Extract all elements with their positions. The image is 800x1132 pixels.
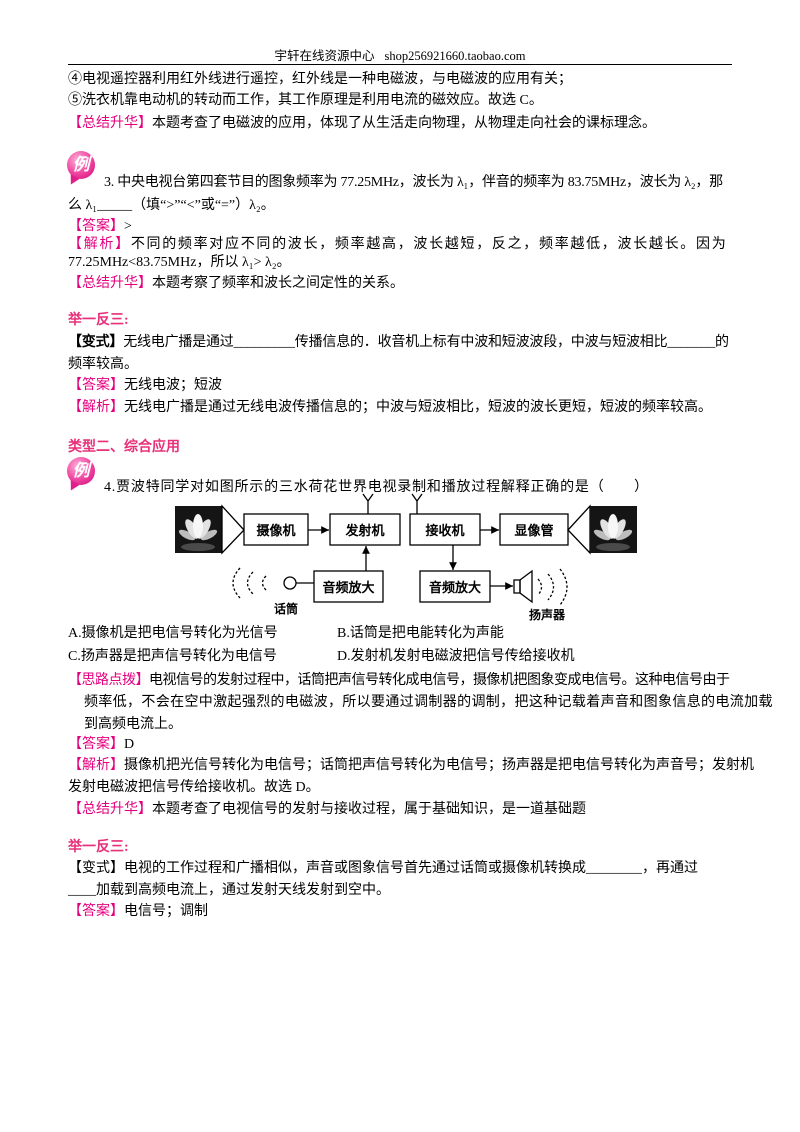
practice1-variant-line1: 【变式】无线电广播是通过_________传播信息的．收音机上标有中波和短波波段… [68, 333, 729, 353]
header-shop-url: shop256921660.taobao.com [384, 49, 526, 63]
example3-answer: 【答案】> [68, 217, 132, 237]
type2-heading: 类型二、综合应用 [68, 440, 180, 455]
example3-analysis-line1: 【解析】不同的频率对应不同的波长，频率越高，波长越短，反之，频率越低，波长越长。… [68, 235, 727, 255]
example3-summary: 【总结升华】本题考察了频率和波长之间定性的关系。 [68, 274, 404, 294]
variant-tag: 【变式】 [68, 861, 124, 876]
practice2-variant-line2: ____加载到高频电流上，通过发射天线发射到空中。 [68, 883, 390, 898]
receiver-label: 接收机 [425, 523, 464, 539]
transmitter-label: 发射机 [344, 523, 384, 539]
answer-text: 无线电波；短波 [124, 378, 222, 393]
hint-tag: 【思路点拨】 [68, 673, 150, 688]
analysis-tag: 【解析】 [68, 237, 131, 252]
variant-text: 电视的工作过程和广播相似，声音或图象信号首先通过话筒或摄像机转换成_______… [124, 861, 698, 876]
practice2-variant-line1: 【变式】电视的工作过程和广播相似，声音或图象信号首先通过话筒或摄像机转换成___… [68, 859, 698, 879]
option-d: D.发射机发射电磁波把信号传给接收机 [337, 649, 575, 664]
example4-answer: 【答案】D [68, 735, 134, 755]
example3-question-line2: 么 λ₁_____（填“>”“<”或“=”）λ₂。 [68, 198, 275, 213]
answer-tag: 【答案】 [68, 904, 124, 919]
example3-analysis-line2: 77.25MHz<83.75MHz，所以 λ₁> λ₂。 [68, 255, 291, 270]
practice1-variant-line2: 频率较高。 [68, 357, 138, 372]
summary-text: 本题考察了频率和波长之间定性的关系。 [152, 276, 404, 291]
summary-tag: 【总结升华】 [68, 802, 152, 817]
example4-summary: 【总结升华】本题考查了电视信号的发射与接收过程，属于基础知识，是一道基础题 [68, 800, 586, 820]
example-badge-icon: 例 [67, 457, 95, 485]
summary-tag: 【总结升华】 [68, 276, 152, 291]
audio-amplifier-right-label: 音频放大 [429, 580, 481, 596]
speaker-icon [513, 569, 533, 604]
example4-question: 4.贾波特同学对如图所示的三水荷花世界电视录制和播放过程解释正确的是（ ） [104, 480, 649, 495]
picture-tube-label: 显像管 [514, 523, 553, 539]
variant-tag: 【变式】 [68, 335, 124, 350]
camera-lens-cone [221, 504, 245, 555]
transmitter-antenna-icon [362, 493, 374, 514]
analysis-text: 摄像机把光信号转化为电信号；话筒把声信号转化为电信号；扬声器是把电信号转化为声音… [124, 758, 754, 773]
practice1-heading: 举一反三: [68, 313, 129, 328]
example4-hint-line3: 到高频电流上。 [84, 717, 182, 732]
example3-question-line1: 3. 中央电视台第四套节目的图象频率为 77.25MHz，波长为 λ₁，伴音的频… [104, 175, 723, 190]
example4-hint-line2: 频率低，不会在空中激起强烈的电磁波，所以要通过调制器的调制，把这种记载着声音和图… [84, 695, 773, 710]
header-rule [68, 64, 732, 65]
audio-amplifier-left-label: 音频放大 [322, 580, 374, 596]
picture-tube-projection-cone [567, 504, 591, 555]
example4-analysis-line1: 【解析】摄像机把光信号转化为电信号；话筒把声信号转化为电信号；扬声器是把电信号转… [68, 756, 754, 776]
transmitter-box [329, 513, 401, 546]
option-c: C.扬声器是把声信号转化为电信号 [68, 649, 277, 664]
lotus-image-left [175, 506, 222, 553]
analysis-tag: 【解析】 [68, 758, 124, 773]
summary-text: 本题考查了电磁波的应用，体现了从生活走向物理，从物理走向社会的课标理念。 [152, 116, 656, 131]
tv-broadcast-diagram: 摄像机 发射机 接收机 显像管 话筒 音频放大 音频放大 [175, 493, 637, 622]
sound-waves-right-icon [537, 568, 568, 606]
answer-tag: 【答案】 [68, 219, 124, 234]
practice2-heading: 举一反三: [68, 840, 129, 855]
answer-text: 电信号；调制 [124, 904, 208, 919]
summary-text: 本题考查了电视信号的发射与接收过程，属于基础知识，是一道基础题 [152, 802, 586, 817]
header-site-name: 宇轩在线资源中心 [274, 49, 375, 63]
solution-point-4: ④电视遥控器利用红外线进行遥控，红外线是一种电磁波，与电磁波的应用有关； [68, 72, 572, 87]
receiver-antenna-icon [411, 493, 423, 514]
variant-text: 无线电广播是通过_________传播信息的．收音机上标有中波和短波波段，中波与… [123, 335, 729, 350]
solution-point-5: ⑤洗衣机靠电动机的转动而工作，其工作原理是利用电流的磁效应。故选 C。 [68, 93, 543, 108]
summary-line: 【总结升华】本题考查了电磁波的应用，体现了从生活走向物理，从物理走向社会的课标理… [68, 114, 656, 134]
lotus-image-right [590, 506, 637, 553]
practice1-analysis: 【解析】无线电广播是通过无线电波传播信息的；中波与短波相比，短波的波长更短，短波… [68, 398, 712, 418]
example-badge-icon: 例 [67, 151, 95, 179]
camera-box [243, 513, 309, 546]
answer-text: > [124, 219, 132, 234]
speaker-label: 扬声器 [529, 607, 566, 622]
analysis-text: 无线电广播是通过无线电波传播信息的；中波与短波相比，短波的波长更短，短波的频率较… [124, 400, 712, 415]
microphone-icon [283, 576, 297, 590]
answer-tag: 【答案】 [68, 737, 124, 752]
option-a: A.摄像机是把电信号转化为光信号 [68, 626, 278, 641]
answer-tag: 【答案】 [68, 378, 124, 393]
analysis-text: 不同的频率对应不同的波长，频率越高，波长越短，反之，频率越低，波长越长。因为 [130, 237, 728, 252]
option-b: B.话筒是把电能转化为声能 [337, 626, 504, 641]
analysis-tag: 【解析】 [68, 400, 124, 415]
audio-amplifier-left-box [313, 570, 384, 603]
sound-waves-left-icon [232, 567, 267, 599]
summary-tag: 【总结升华】 [68, 116, 152, 131]
practice2-answer: 【答案】电信号；调制 [68, 902, 208, 922]
example4-hint-line1: 【思路点拨】电视信号的发射过程中，话筒把声信号转化成电信号，摄像机把图象变成电信… [68, 671, 730, 691]
page-header: 宇轩在线资源中心 shop256921660.taobao.com [0, 48, 800, 64]
microphone-label: 话筒 [274, 601, 298, 616]
hint-text: 电视信号的发射过程中，话筒把声信号转化成电信号，摄像机把图象变成电信号。这种电信… [149, 673, 730, 688]
example4-analysis-line2: 发射电磁波把信号传给接收机。故选 D。 [68, 780, 320, 795]
answer-text: D [124, 737, 135, 752]
camera-label: 摄像机 [256, 523, 295, 539]
practice1-answer: 【答案】无线电波；短波 [68, 376, 222, 396]
picture-tube-box [499, 513, 569, 546]
